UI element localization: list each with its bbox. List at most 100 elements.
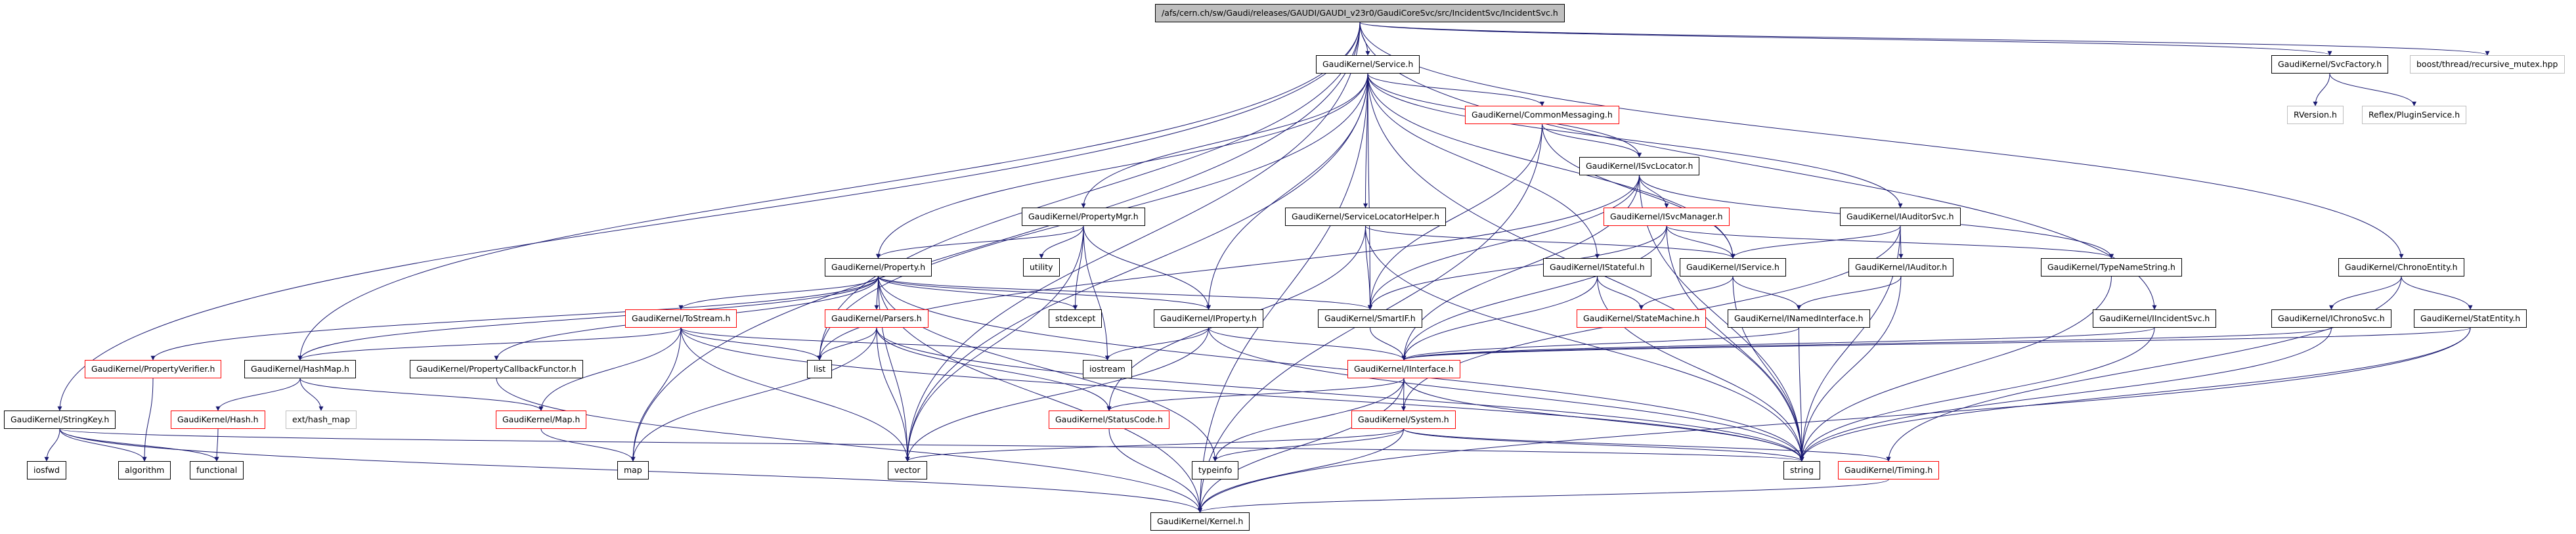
edge-stringkey-to-string (59, 428, 1804, 462)
edge-service-to-property (876, 73, 1368, 259)
node-propverifier[interactable]: GaudiKernel/PropertyVerifier.h (85, 360, 222, 378)
edge-propertymgr-to-utility (1039, 225, 1084, 259)
node-iinterface[interactable]: GaudiKernel/IInterface.h (1347, 360, 1460, 378)
node-smartif[interactable]: GaudiKernel/SmartIF.h (1318, 309, 1422, 328)
edge-property-to-iproperty (878, 276, 1211, 310)
node-property[interactable]: GaudiKernel/Property.h (825, 258, 932, 277)
edge-ichronosvc-to-iinterface (1401, 327, 2332, 361)
edge-istateful-to-iinterface (1401, 276, 1598, 361)
edge-service-to-kernel (1198, 73, 1368, 513)
node-string[interactable]: string (1783, 461, 1820, 479)
edge-chronoentity-to-timing (1886, 276, 2402, 462)
node-hash[interactable]: GaudiKernel/Hash.h (171, 411, 265, 429)
node-commonmsg[interactable]: GaudiKernel/CommonMessaging.h (1465, 106, 1619, 124)
node-hashmap[interactable]: GaudiKernel/HashMap.h (244, 360, 356, 378)
edge-stringkey-to-algorithm (59, 428, 147, 462)
node-pluginsvc[interactable]: Reflex/PluginService.h (2362, 106, 2467, 124)
node-statemachine[interactable]: GaudiKernel/StateMachine.h (1577, 309, 1707, 328)
edge-tostream-to-hashmap (297, 327, 682, 361)
node-recmutex[interactable]: boost/thread/recursive_mutex.hpp (2410, 55, 2565, 74)
node-vector[interactable]: vector (888, 461, 927, 479)
edge-parsers-to-map (630, 327, 877, 462)
edge-iproperty-to-vector (905, 327, 1209, 462)
node-parsers[interactable]: GaudiKernel/Parsers.h (825, 309, 928, 328)
node-typenamestring[interactable]: GaudiKernel/TypeNameString.h (2041, 258, 2182, 277)
edge-tostream-to-list (680, 327, 822, 361)
edge-svclocatorhelper-to-smartif (1365, 225, 1372, 310)
node-list[interactable]: list (807, 360, 833, 378)
node-stdexcept[interactable]: stdexcept (1049, 309, 1102, 328)
node-map-h[interactable]: GaudiKernel/Map.h (496, 411, 587, 429)
node-isvclocator[interactable]: GaudiKernel/ISvcLocator.h (1579, 157, 1700, 175)
edge-parsers-to-string (876, 327, 1804, 462)
edge-timing-to-kernel (1198, 479, 1889, 513)
edge-parsers-to-vector (876, 327, 910, 462)
edge-root-to-chronoentity (1359, 22, 2404, 259)
node-iservice[interactable]: GaudiKernel/IService.h (1680, 258, 1786, 277)
node-svcfactory[interactable]: GaudiKernel/SvcFactory.h (2271, 55, 2389, 74)
node-iostream[interactable]: iostream (1083, 360, 1132, 378)
edge-istateful-to-statemachine (1597, 276, 1644, 310)
node-kernel[interactable]: GaudiKernel/Kernel.h (1150, 512, 1250, 531)
edge-root-to-stringkey (57, 22, 1361, 411)
node-root[interactable]: /afs/cern.ch/sw/Gaudi/releases/GAUDI/GAU… (1155, 4, 1565, 22)
edge-propverifier-to-algorithm (142, 378, 154, 462)
edge-iproperty-to-iostream (1105, 327, 1209, 361)
edge-service-to-smartif (1367, 73, 1372, 310)
node-propcallback[interactable]: GaudiKernel/PropertyCallbackFunctor.h (410, 360, 583, 378)
node-isvcmanager[interactable]: GaudiKernel/ISvcManager.h (1604, 208, 1730, 226)
node-algorithm[interactable]: algorithm (118, 461, 171, 479)
node-propertymgr[interactable]: GaudiKernel/PropertyMgr.h (1022, 208, 1145, 226)
node-iauditorsvc[interactable]: GaudiKernel/IAuditorSvc.h (1840, 208, 1961, 226)
edge-iinterface-to-statuscode (1106, 378, 1405, 411)
node-svclocatorhelper[interactable]: GaudiKernel/ServiceLocatorHelper.h (1285, 208, 1447, 226)
edge-iproperty-to-string (1208, 327, 1804, 462)
node-iosfwd[interactable]: iosfwd (27, 461, 66, 479)
edge-svcfactory-to-pluginsvc (2329, 73, 2416, 106)
edge-isvclocator-to-string (1639, 175, 1804, 462)
node-extmap[interactable]: ext/hash_map (286, 411, 357, 429)
edge-iincidentsvc-to-iinterface (1401, 327, 2155, 361)
node-timing[interactable]: GaudiKernel/Timing.h (1838, 461, 1940, 479)
node-iincidentsvc[interactable]: GaudiKernel/IIncidentSvc.h (2093, 309, 2217, 328)
edge-root-to-recmutex (1359, 22, 2490, 56)
edge-commonmsg-to-iservice (1542, 123, 1736, 259)
edge-inamedinterface-to-string (1799, 327, 1804, 462)
edge-hashmap-to-map_h (299, 378, 544, 411)
node-rversion[interactable]: RVersion.h (2287, 106, 2344, 124)
node-utility[interactable]: utility (1023, 258, 1060, 277)
node-system[interactable]: GaudiKernel/System.h (1351, 411, 1456, 429)
edge-chronoentity-to-ichronosvc (2329, 276, 2402, 310)
node-iauditor[interactable]: GaudiKernel/IAuditor.h (1848, 258, 1954, 277)
edge-iauditor-to-string (1799, 276, 1902, 462)
node-typeinfo[interactable]: typeinfo (1192, 461, 1239, 479)
node-inamedinterface[interactable]: GaudiKernel/INamedInterface.h (1728, 309, 1870, 328)
edge-chronoentity-to-statentity (2401, 276, 2473, 310)
edge-propertymgr-to-stdexcept (1073, 225, 1084, 310)
edge-service-to-iauditorsvc (1367, 73, 1903, 208)
edge-iinterface-to-typeinfo (1213, 378, 1405, 462)
node-tostream[interactable]: GaudiKernel/ToStream.h (625, 309, 737, 328)
edge-system-to-vector (905, 428, 1404, 462)
edge-stringkey-to-iosfwd (44, 428, 60, 462)
edge-iauditor-to-inamedinterface (1797, 276, 1902, 310)
node-chronoentity[interactable]: GaudiKernel/ChronoEntity.h (2338, 258, 2464, 277)
node-statentity[interactable]: GaudiKernel/StatEntity.h (2414, 309, 2527, 328)
edge-service-to-iproperty (1206, 73, 1368, 310)
edge-svclocatorhelper-to-iservice (1365, 225, 1736, 259)
node-istateful[interactable]: GaudiKernel/IStateful.h (1543, 258, 1651, 277)
node-iproperty[interactable]: GaudiKernel/IProperty.h (1154, 309, 1263, 328)
node-stringkey[interactable]: GaudiKernel/StringKey.h (4, 411, 116, 429)
node-statuscode[interactable]: GaudiKernel/StatusCode.h (1049, 411, 1169, 429)
edge-property-to-propverifier (150, 276, 879, 361)
node-service[interactable]: GaudiKernel/Service.h (1316, 55, 1420, 74)
edge-statentity-to-iinterface (1401, 327, 2471, 361)
node-map[interactable]: map (617, 461, 649, 479)
edge-ichronosvc-to-string (1799, 327, 2332, 462)
edge-propertymgr-to-property (876, 225, 1084, 259)
edge-smartif-to-iinterface (1370, 327, 1407, 361)
edge-stringkey-to-functional (59, 428, 219, 462)
node-functional[interactable]: functional (190, 461, 244, 479)
node-ichronosvc[interactable]: GaudiKernel/IChronoSvc.h (2271, 309, 2391, 328)
edge-tostream-to-map (630, 327, 682, 462)
